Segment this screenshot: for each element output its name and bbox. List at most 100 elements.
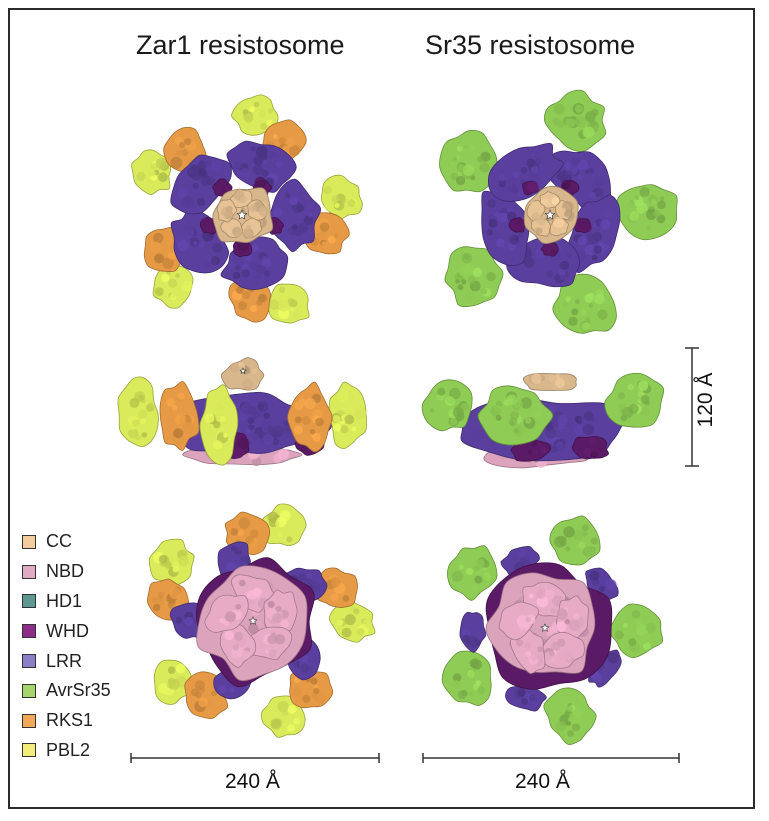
vertical-scale-label: 120 Å <box>694 372 717 428</box>
legend-item: PBL2 <box>22 736 111 766</box>
avrsr35-subunit <box>608 603 664 659</box>
legend-item: CC <box>22 527 111 557</box>
whd-domain <box>522 180 539 196</box>
scale-bar-right-label: 240 Å <box>515 770 570 793</box>
lrr-domain <box>170 154 232 215</box>
cc-domain <box>555 199 574 220</box>
avrsr35-subunit <box>615 184 678 241</box>
scale-bar-right <box>422 753 680 763</box>
zar1-side-view <box>117 357 368 467</box>
zar1-bottom-view <box>147 503 376 738</box>
nbd-domain <box>263 589 298 634</box>
legend-swatch <box>22 564 36 579</box>
pbl2-subunit <box>328 598 376 643</box>
cc-domain <box>239 217 263 239</box>
legend-label: RKS1 <box>46 710 94 731</box>
legend-label: LRR <box>46 650 83 671</box>
legend-label: AvrSr35 <box>46 680 111 701</box>
cc-domain <box>220 357 265 391</box>
pbl2-subunit <box>148 538 195 587</box>
cc-domain <box>549 217 569 237</box>
pbl2-subunit <box>259 503 307 547</box>
avrsr35-subunit <box>444 246 504 308</box>
legend-label: NBD <box>46 561 85 582</box>
legend-swatch <box>22 743 36 758</box>
avrsr35-subunit <box>543 89 607 152</box>
pbl2-subunit <box>320 174 363 221</box>
avrsr35-subunit <box>477 385 554 446</box>
cc-domain <box>220 218 244 238</box>
cc-domain <box>229 188 253 209</box>
legend-item: LRR <box>22 646 111 676</box>
legend-item: HD1 <box>22 587 111 617</box>
zar1-top-view <box>131 94 363 324</box>
central-pore <box>540 623 550 632</box>
cc-domain <box>539 191 561 209</box>
pbl2-subunit <box>117 376 159 448</box>
whd-domain <box>540 241 559 257</box>
pbl2-subunit <box>131 149 172 196</box>
rks1-subunit <box>143 226 185 272</box>
lrr-domain <box>459 611 487 653</box>
legend-swatch <box>22 713 36 728</box>
avrsr35-subunit <box>421 379 473 432</box>
lrr-domain <box>481 189 530 267</box>
avrsr35-subunit <box>604 372 665 428</box>
legend-label: PBL2 <box>46 739 91 760</box>
cc-domain <box>522 372 577 391</box>
pbl2-subunit <box>260 695 306 738</box>
sr35-title: Sr35 resistosome <box>425 30 636 60</box>
rks1-subunit <box>159 381 200 451</box>
pbl2-subunit <box>328 381 368 450</box>
pbl2-subunit <box>267 283 310 324</box>
sr35-top-view <box>439 89 678 334</box>
lrr-domain <box>266 178 322 253</box>
nbd-domain <box>498 601 540 641</box>
nbd-domain <box>204 594 249 633</box>
zar1-title: Zar1 resistosome <box>136 30 345 60</box>
central-pore <box>248 616 258 625</box>
nbd-domain <box>219 620 257 668</box>
legend-swatch <box>22 594 36 609</box>
sr35-side-view <box>421 372 665 469</box>
cc-domain <box>247 199 270 221</box>
cc-domain <box>216 199 238 223</box>
rks1-subunit <box>287 381 333 453</box>
scale-bar-left-label: 240 Å <box>225 770 280 793</box>
avrsr35-subunit <box>441 650 492 706</box>
lrr-domain <box>585 567 619 602</box>
legend-swatch <box>22 683 36 698</box>
legend-item: AvrSr35 <box>22 676 111 706</box>
central-pore <box>239 367 247 374</box>
vertical-scale-bar <box>685 347 699 467</box>
legend-item: NBD <box>22 557 111 587</box>
pbl2-subunit <box>152 264 194 309</box>
cc-domain <box>526 199 546 222</box>
cc-domain <box>530 217 551 237</box>
legend-swatch <box>22 534 36 549</box>
lrr-domain <box>487 142 564 202</box>
lrr-domain <box>566 194 621 274</box>
avrsr35-subunit <box>447 545 498 601</box>
lrr-domain <box>505 683 547 712</box>
legend-label: WHD <box>46 620 89 641</box>
pbl2-subunit <box>199 384 239 466</box>
pbl2-subunit <box>231 94 279 136</box>
legend: CC NBD HD1 WHD LRR AvrSr35 RKS1 PBL2 <box>22 527 111 765</box>
nbd-domain <box>555 595 590 642</box>
legend-swatch <box>22 624 36 639</box>
avrsr35-subunit <box>439 130 498 193</box>
lrr-domain <box>220 236 289 290</box>
nbd-domain <box>246 626 293 661</box>
central-pore <box>544 209 556 220</box>
whd-domain <box>508 217 527 233</box>
legend-item: RKS1 <box>22 706 111 736</box>
whd-domain <box>571 436 609 460</box>
legend-swatch <box>22 654 36 669</box>
rks1-subunit <box>313 567 358 608</box>
legend-label: HD1 <box>46 590 83 611</box>
legend-item: WHD <box>22 616 111 646</box>
avrsr35-subunit <box>549 515 601 566</box>
scale-bar-left <box>130 753 380 763</box>
nbd-domain <box>538 632 585 669</box>
